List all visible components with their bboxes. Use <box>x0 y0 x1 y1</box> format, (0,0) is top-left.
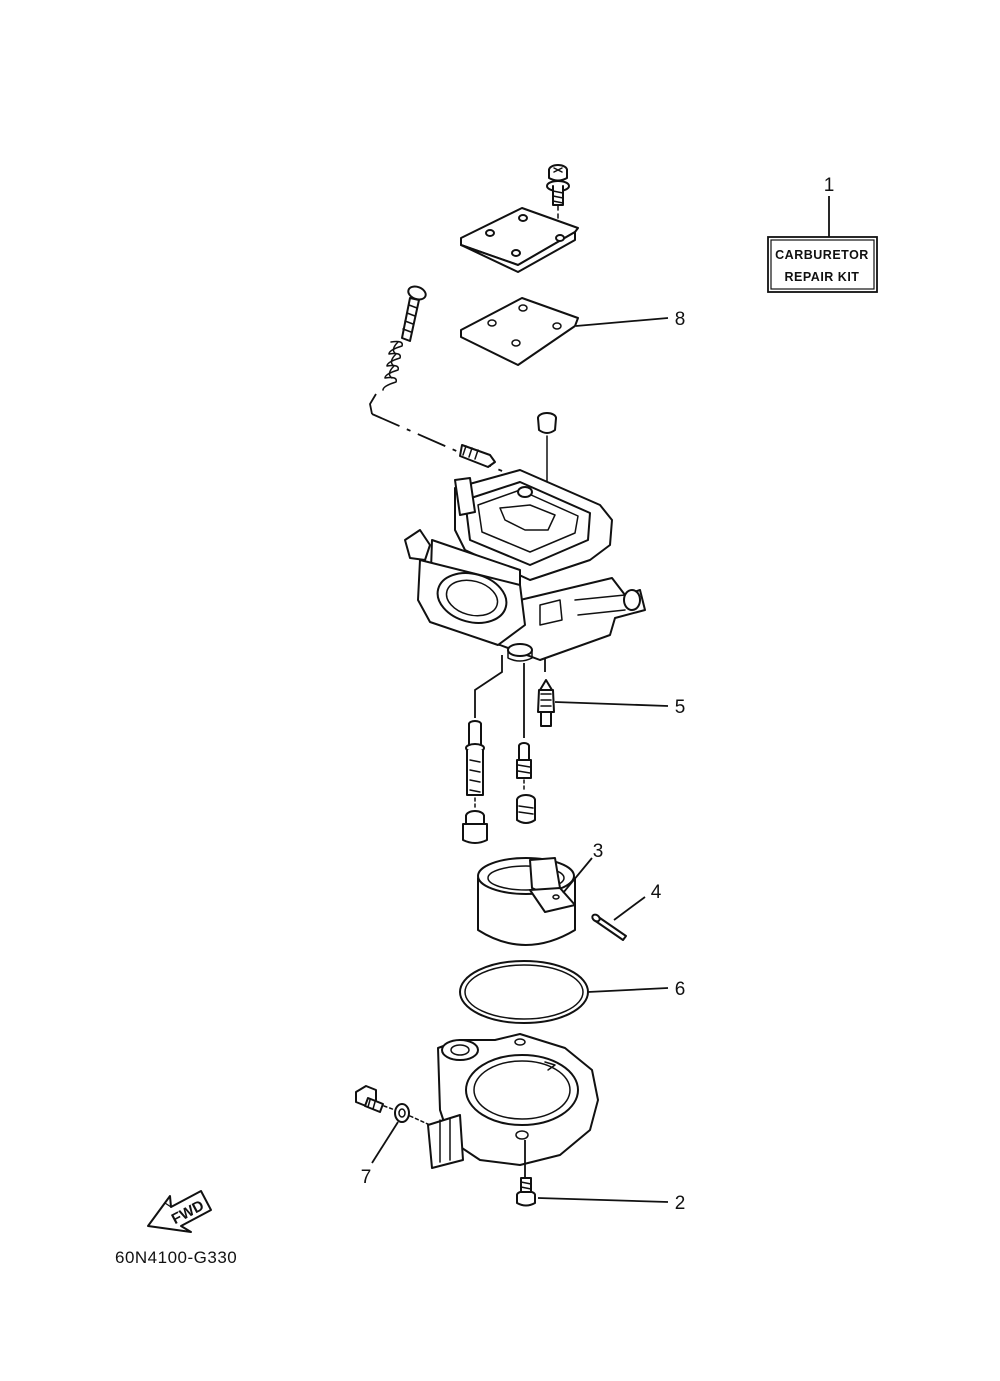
callout-3: 3 <box>593 841 604 862</box>
main-nozzle <box>465 720 485 809</box>
needle-valve <box>537 679 555 727</box>
leader-8 <box>575 317 669 327</box>
fwd-arrow-icon: FWD <box>147 1190 212 1233</box>
float-bowl <box>427 1033 599 1169</box>
kit-box-line1: CARBURETOR <box>775 248 869 262</box>
callout-8: 8 <box>675 309 686 330</box>
cover-screw <box>546 164 570 227</box>
callout-7: 7 <box>361 1167 372 1188</box>
callout-1: 1 <box>824 175 835 196</box>
leader-2 <box>537 1197 669 1203</box>
jet-line-1 <box>474 655 503 718</box>
leader-3 <box>562 857 593 894</box>
leader-4 <box>613 896 646 921</box>
drain-screw <box>355 1085 384 1113</box>
drain-washer <box>394 1103 410 1123</box>
leader-6 <box>587 987 669 993</box>
repair-kit-box: CARBURETOR REPAIR KIT <box>767 236 878 293</box>
cover-gasket <box>460 297 579 366</box>
callout-2: 2 <box>675 1193 686 1214</box>
float <box>477 857 576 946</box>
float-pin <box>591 913 627 941</box>
pilot-jet <box>516 742 532 793</box>
pilot-screw-and-spring <box>369 285 519 479</box>
float-bowl-gasket <box>459 960 589 1024</box>
float-chamber-cover <box>460 207 579 273</box>
callout-5: 5 <box>675 697 686 718</box>
diagram-code: 60N4100-G330 <box>115 1248 237 1267</box>
leader-7 <box>371 1121 399 1164</box>
main-jet <box>516 794 536 824</box>
kit-box-line2: REPAIR KIT <box>785 270 860 284</box>
drain-plug <box>462 810 488 844</box>
carburetor-body <box>404 444 646 662</box>
leader-5 <box>554 701 669 707</box>
bowl-screw <box>516 1177 536 1207</box>
callout-6: 6 <box>675 979 686 1000</box>
callout-4: 4 <box>651 882 662 903</box>
